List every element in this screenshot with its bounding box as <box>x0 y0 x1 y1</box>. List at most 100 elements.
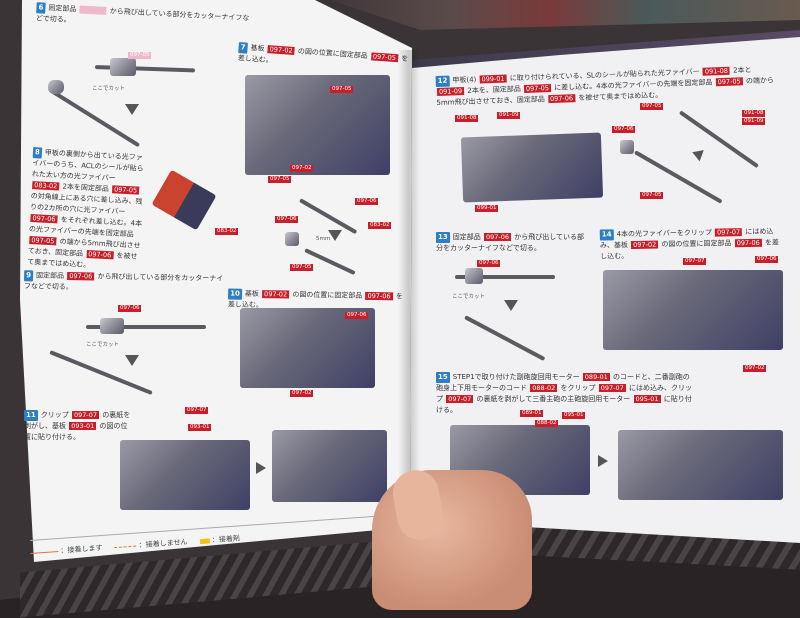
part-label: 097-02 <box>290 165 314 172</box>
part-label: 083-02 <box>215 228 239 235</box>
cut-here-label: ここでカット <box>92 86 126 92</box>
step-number-badge: 6 <box>36 2 46 14</box>
part-label: 091-08 <box>742 110 766 117</box>
part-label: 097-05 <box>268 176 292 183</box>
part-label: 097-05 <box>290 264 314 271</box>
fixing-part-illustration <box>285 232 299 246</box>
part-label: 097-06 <box>275 216 299 223</box>
step-number-badge: 15 <box>436 372 450 383</box>
step-text: 4本の光ファイバーをクリップ <box>616 228 715 239</box>
step-text: を被せて奥まではめ込む。 <box>575 91 663 103</box>
step-text: クリップ <box>40 411 71 419</box>
step-text: の裏紙を剥がして三番主砲の主砲旋回用モーター <box>474 395 633 403</box>
part-code-badge: 083-02 <box>32 181 60 191</box>
step-text: 2本と <box>730 65 752 75</box>
next-arrow-icon <box>504 300 518 311</box>
part-code-badge: 097-06 <box>86 249 114 260</box>
step7-render <box>245 75 390 175</box>
step-text: に貼り付ける。 <box>436 395 692 414</box>
fixing-part-illustration <box>100 318 124 334</box>
next-arrow-icon <box>125 104 139 115</box>
part-code-badge: 097-06 <box>30 214 58 224</box>
step-text: STEP1で取り付けた副砲旋回用モーター <box>452 373 582 381</box>
step-text: 甲板(4) <box>452 75 479 85</box>
part-label: 091-09 <box>497 112 521 119</box>
part-code-badge: 097-02 <box>267 45 295 55</box>
step-text: から飛び出している部分をカッターナイフなどで切る。 <box>436 233 585 252</box>
part-code-badge: 097-07 <box>715 228 743 237</box>
part-label: 089-01 <box>520 410 544 417</box>
step-text: 固定部品 <box>48 3 79 14</box>
dashed-arrow-icon <box>114 545 137 548</box>
step10-render <box>240 308 375 388</box>
step-text: に差し込む。4本の光ファイバーの先端を固定部品 <box>551 78 715 92</box>
part-code-badge: 091-09 <box>436 87 465 96</box>
step-number-badge: 8 <box>32 147 43 159</box>
step-number-badge: 9 <box>24 270 34 282</box>
step-text: 2本を、固定部品 <box>464 84 524 96</box>
next-arrow-icon <box>256 462 266 474</box>
step-text: 甲板の裏側から出ている光ファイバーのうち、ACLのシールが貼られた太い方の光ファ… <box>31 148 144 183</box>
step-text: のコードと、二番副砲の砲身上下用モーターのコード <box>436 373 690 392</box>
step12-deck-render <box>460 132 604 203</box>
part-label: 097-07 <box>683 258 707 265</box>
part-label: 097-06 <box>355 198 379 205</box>
step-text: の図の位置に固定部品 <box>290 290 365 300</box>
part-label: 097-02 <box>743 365 767 372</box>
adhesive-swatch-icon <box>199 537 210 544</box>
step15-render-after <box>618 430 783 500</box>
part-label: 097-05 <box>330 86 354 93</box>
step-text: をクリップ <box>558 384 598 392</box>
fixing-part-illustration <box>465 268 483 284</box>
part-code-badge: 097-05 <box>523 84 552 93</box>
part-label: 097-06 <box>612 126 636 133</box>
part-label: 097-07 <box>185 407 209 414</box>
part-label: 083-02 <box>368 222 392 229</box>
part-label: 097-02 <box>290 390 314 397</box>
fixing-part-illustration <box>110 58 136 76</box>
part-code-badge: 097-06 <box>547 94 576 104</box>
part-code-badge: 089-01 <box>582 373 610 381</box>
fixing-part-illustration <box>620 140 634 154</box>
next-arrow-icon <box>328 230 342 241</box>
part-label: 097-06 <box>345 312 369 319</box>
part-label: 097-05 <box>128 52 152 59</box>
part-code-badge: 097-06 <box>734 238 762 248</box>
step-text: の図の位置に貼り付ける。 <box>24 422 128 441</box>
step-text: 2本を固定部品 <box>60 182 112 194</box>
step-text: 固定部品 <box>35 271 67 280</box>
part-label: 097-05 <box>640 192 664 199</box>
five-mm-label: 5mm <box>316 236 331 242</box>
part-label: 097-05 <box>640 103 664 110</box>
step-text: 基板 <box>244 289 262 299</box>
part-label: 091-08 <box>455 115 479 122</box>
step-text: の対角線上にある穴に差し込み、残りの2カ所の穴に光ファイバー <box>29 192 143 216</box>
part-code-badge: 097-06 <box>67 272 95 281</box>
part-code-badge: 097-07 <box>598 384 626 392</box>
part-label: 097-06 <box>755 256 779 263</box>
part-code-badge: 091-08 <box>702 66 731 76</box>
step14-render <box>603 270 783 350</box>
part-code-badge: 097-05 <box>715 77 743 87</box>
part-code-badge: 097-02 <box>262 290 290 299</box>
step-number-badge: 12 <box>435 75 450 88</box>
part-code-badge: 093-01 <box>69 422 97 430</box>
part-label: 095-01 <box>562 412 586 419</box>
part-code-badge: 097-06 <box>365 291 393 301</box>
cut-here-label: ここでカット <box>86 342 120 348</box>
fixing-part-illustration <box>48 80 64 94</box>
step-text: 固定部品 <box>452 233 483 241</box>
step-text: にはめ込み、クリップ <box>436 384 692 403</box>
legend-adhesive: ：接着剤 <box>211 534 241 545</box>
part-label: 088-02 <box>535 420 559 427</box>
step-number-badge: 14 <box>599 229 614 241</box>
step-text: の裏紙を剥がし、基板 <box>24 411 131 430</box>
part-code-badge: 097-05 <box>29 236 57 246</box>
part-code-badge: 097-06 <box>483 233 512 241</box>
next-arrow-icon <box>598 455 608 467</box>
part-label: 099-01 <box>475 205 499 212</box>
part-code-badge: 097-05 <box>79 5 107 15</box>
